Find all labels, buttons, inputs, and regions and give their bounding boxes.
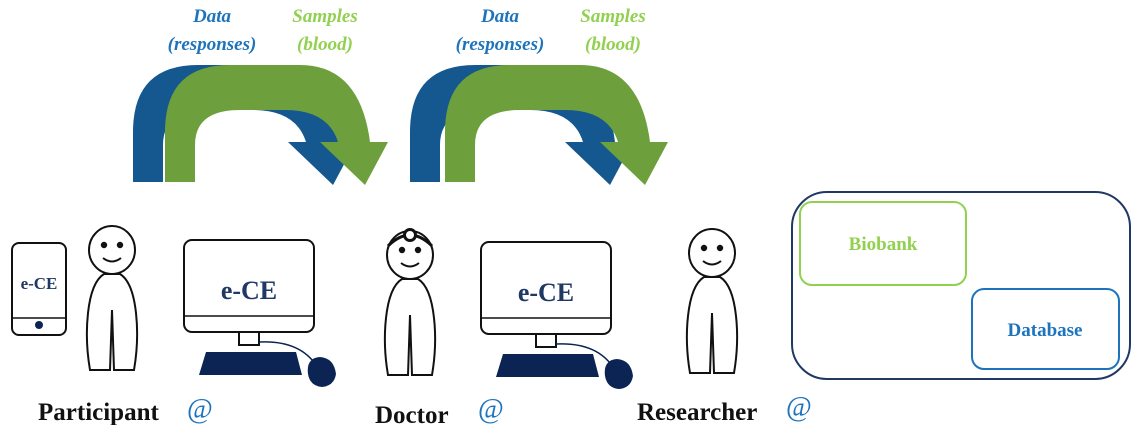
flow-2-data-title: Data [480,6,520,27]
computer-2-icon [480,241,634,390]
participant-figure [85,225,139,371]
participant-label: Participant [38,399,159,425]
flow-1-samples-title: Samples [292,6,357,27]
participant-at-symbol: @ [187,394,213,425]
monitor-2-screen-label: e-CE [518,278,574,307]
biobank-box [799,201,967,286]
researcher-figure [685,228,739,374]
samples-flow-arrow-1 [165,65,388,185]
computer-1-icon [183,239,337,388]
flow-1-data-subtitle: (responses) [168,34,257,55]
flow-2-samples-subtitle: (blood) [585,34,641,55]
database-label: Database [1008,320,1083,341]
flow-2-samples-title: Samples [580,6,645,27]
flow-1-data-title: Data [192,6,232,27]
phone-screen-label: e-CE [21,274,58,293]
samples-flow-arrow-2 [445,65,668,185]
flow-1-samples-subtitle: (blood) [297,34,353,55]
flow-2-data-subtitle: (responses) [456,34,545,55]
doctor-figure [383,228,437,376]
doctor-at-symbol: @ [478,394,504,425]
researcher-label: Researcher [637,399,757,425]
monitor-1-screen-label: e-CE [221,276,277,305]
researcher-at-symbol: @ [786,392,812,423]
biobank-label: Biobank [849,234,918,255]
smartphone-icon [11,242,67,336]
database-box [971,288,1120,370]
doctor-label: Doctor [375,402,449,425]
